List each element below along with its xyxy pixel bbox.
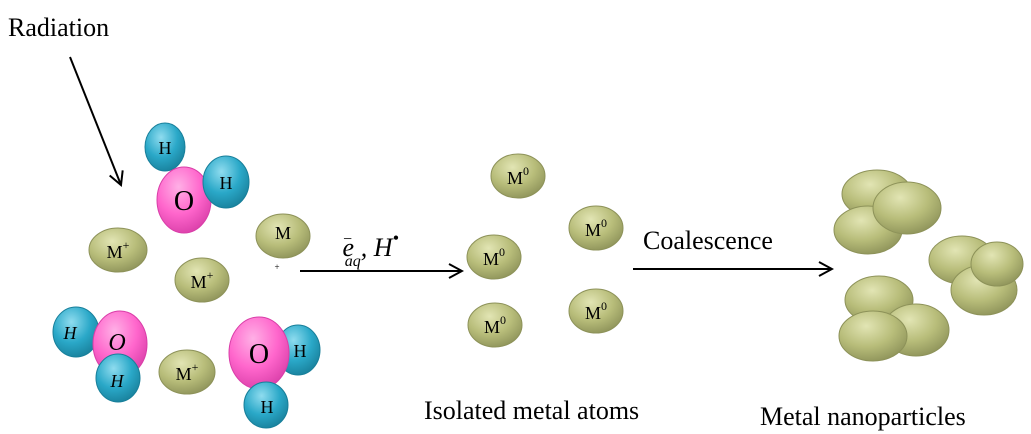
metal-atom-zero: M0 [568, 288, 624, 334]
svg-text:M+: M+ [107, 238, 130, 262]
hydrogen-atom [202, 155, 250, 209]
svg-text:M+: M+ [191, 268, 214, 292]
charge-label: + [123, 238, 130, 252]
nanoparticle-cluster-bottom [838, 275, 950, 362]
water-molecule-left: H O H [52, 306, 148, 403]
metal-ion: M+ [158, 349, 216, 395]
reduction-label: e−aq, H• [342, 228, 399, 270]
hydrogen-label: H [63, 323, 78, 343]
metal-ion: M+ [88, 227, 148, 273]
charge-mark: + [274, 262, 279, 272]
oxygen-label: O [174, 186, 194, 217]
metal-label: M [176, 364, 192, 384]
nanoparticles-label: Metal nanoparticles [760, 402, 966, 431]
metal-atom-zero: M0 [568, 205, 624, 251]
hydrogen-label: H [110, 371, 125, 391]
hydrogen-atom [144, 122, 186, 172]
radiation-arrow [69, 56, 121, 185]
hydrogen-label: H [294, 341, 307, 361]
charge-label: + [192, 360, 199, 374]
svg-text:M0: M0 [585, 299, 607, 323]
nanoparticle-cluster-right [928, 235, 1024, 316]
hydrogen-label: H [220, 173, 233, 193]
hydrogen-label: H [159, 138, 172, 158]
svg-text:M0: M0 [585, 216, 607, 240]
metal-label: M [107, 242, 123, 262]
charge-label: + [207, 268, 214, 282]
metal-atom-zero: M0 [467, 302, 523, 348]
metal-atom-zero: M0 [466, 234, 522, 280]
radiation-label: Radiation [8, 13, 109, 42]
hydrogen-atom [95, 353, 141, 403]
svg-text:M+: M+ [176, 360, 199, 384]
svg-text:M0: M0 [483, 245, 505, 269]
oxygen-label: O [249, 339, 269, 370]
metal-label: M [191, 272, 207, 292]
metal-ion: M+ [174, 257, 230, 303]
metal-atom-zero: M0 [490, 153, 546, 199]
water-molecule-top: H O H [144, 122, 250, 234]
coalescence-label: Coalescence [643, 226, 773, 255]
nanoparticle-cluster-top [833, 169, 942, 255]
water-molecule-right: H O H [228, 316, 321, 429]
svg-text:M0: M0 [484, 313, 506, 337]
hydrogen-label: H [261, 397, 274, 417]
metal-atom-m: M + [255, 213, 311, 272]
isolated-atoms-label: Isolated metal atoms [424, 396, 639, 425]
svg-text:M0: M0 [507, 164, 529, 188]
metal-label: M [275, 223, 291, 243]
hydrogen-atom [243, 381, 289, 429]
oxygen-label: O [108, 330, 125, 356]
